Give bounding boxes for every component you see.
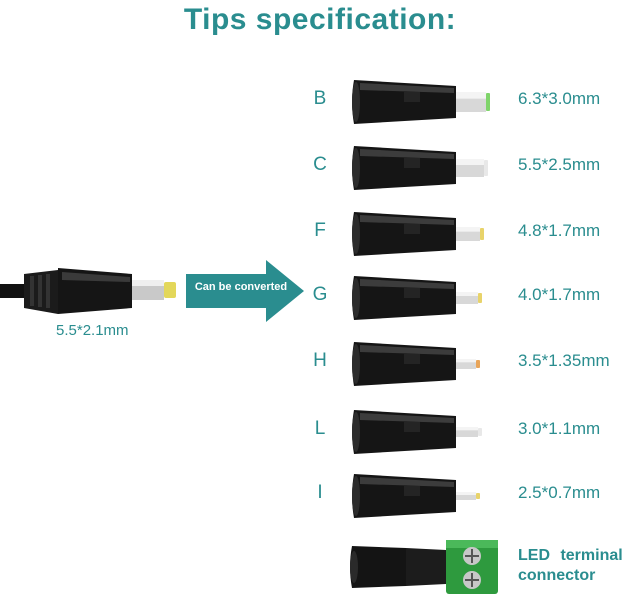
tip-row: F 4.8*1.7mm (0, 202, 640, 266)
tip-row: L 3.0*1.1mm (0, 400, 640, 464)
tip-letter: L (314, 418, 326, 439)
tip-letter: H (313, 350, 327, 371)
tip-size-label: 4.8*1.7mm (518, 221, 601, 240)
tip-row: I 2.5*0.7mm (0, 464, 640, 528)
source-size-label: 5.5*2.1mm (56, 322, 129, 339)
source-plug-image (0, 268, 176, 314)
page-title: Tips specification: (183, 3, 457, 36)
tip-plug-image (352, 474, 480, 518)
tip-row: C 5.5*2.5mm (0, 136, 640, 200)
convert-arrow-icon (186, 260, 304, 322)
tip-plug-image (352, 276, 482, 320)
tip-row: G 4.0*1.7mm (0, 266, 640, 330)
led-terminal-label: LED terminal connector (518, 546, 623, 586)
tip-letter: G (312, 284, 328, 305)
tip-row: H 3.5*1.35mm (0, 332, 640, 396)
tip-plug-image (352, 410, 482, 454)
tip-size-label: 3.5*1.35mm (518, 351, 610, 370)
tip-letter: B (313, 88, 327, 109)
tip-plug-image (352, 212, 484, 256)
tip-letter: I (317, 482, 323, 503)
tip-letter: C (313, 154, 327, 175)
convert-arrow-label: Can be converted (194, 281, 288, 293)
led-label-line2: connector (518, 567, 596, 584)
tip-letter: F (314, 220, 326, 241)
tip-row: B 6.3*3.0mm (0, 70, 640, 134)
tip-size-label: 4.0*1.7mm (518, 285, 601, 304)
tip-plug-image (352, 342, 480, 386)
tip-size-label: 5.5*2.5mm (518, 155, 601, 174)
led-label-line1: LED terminal (518, 547, 623, 564)
led-terminal-connector-image (350, 540, 498, 594)
tip-size-label: 6.3*3.0mm (518, 89, 601, 108)
tip-size-label: 3.0*1.1mm (518, 419, 601, 438)
tip-size-label: 2.5*0.7mm (518, 483, 601, 502)
tip-plug-image (352, 146, 488, 190)
tip-plug-image (352, 80, 490, 124)
